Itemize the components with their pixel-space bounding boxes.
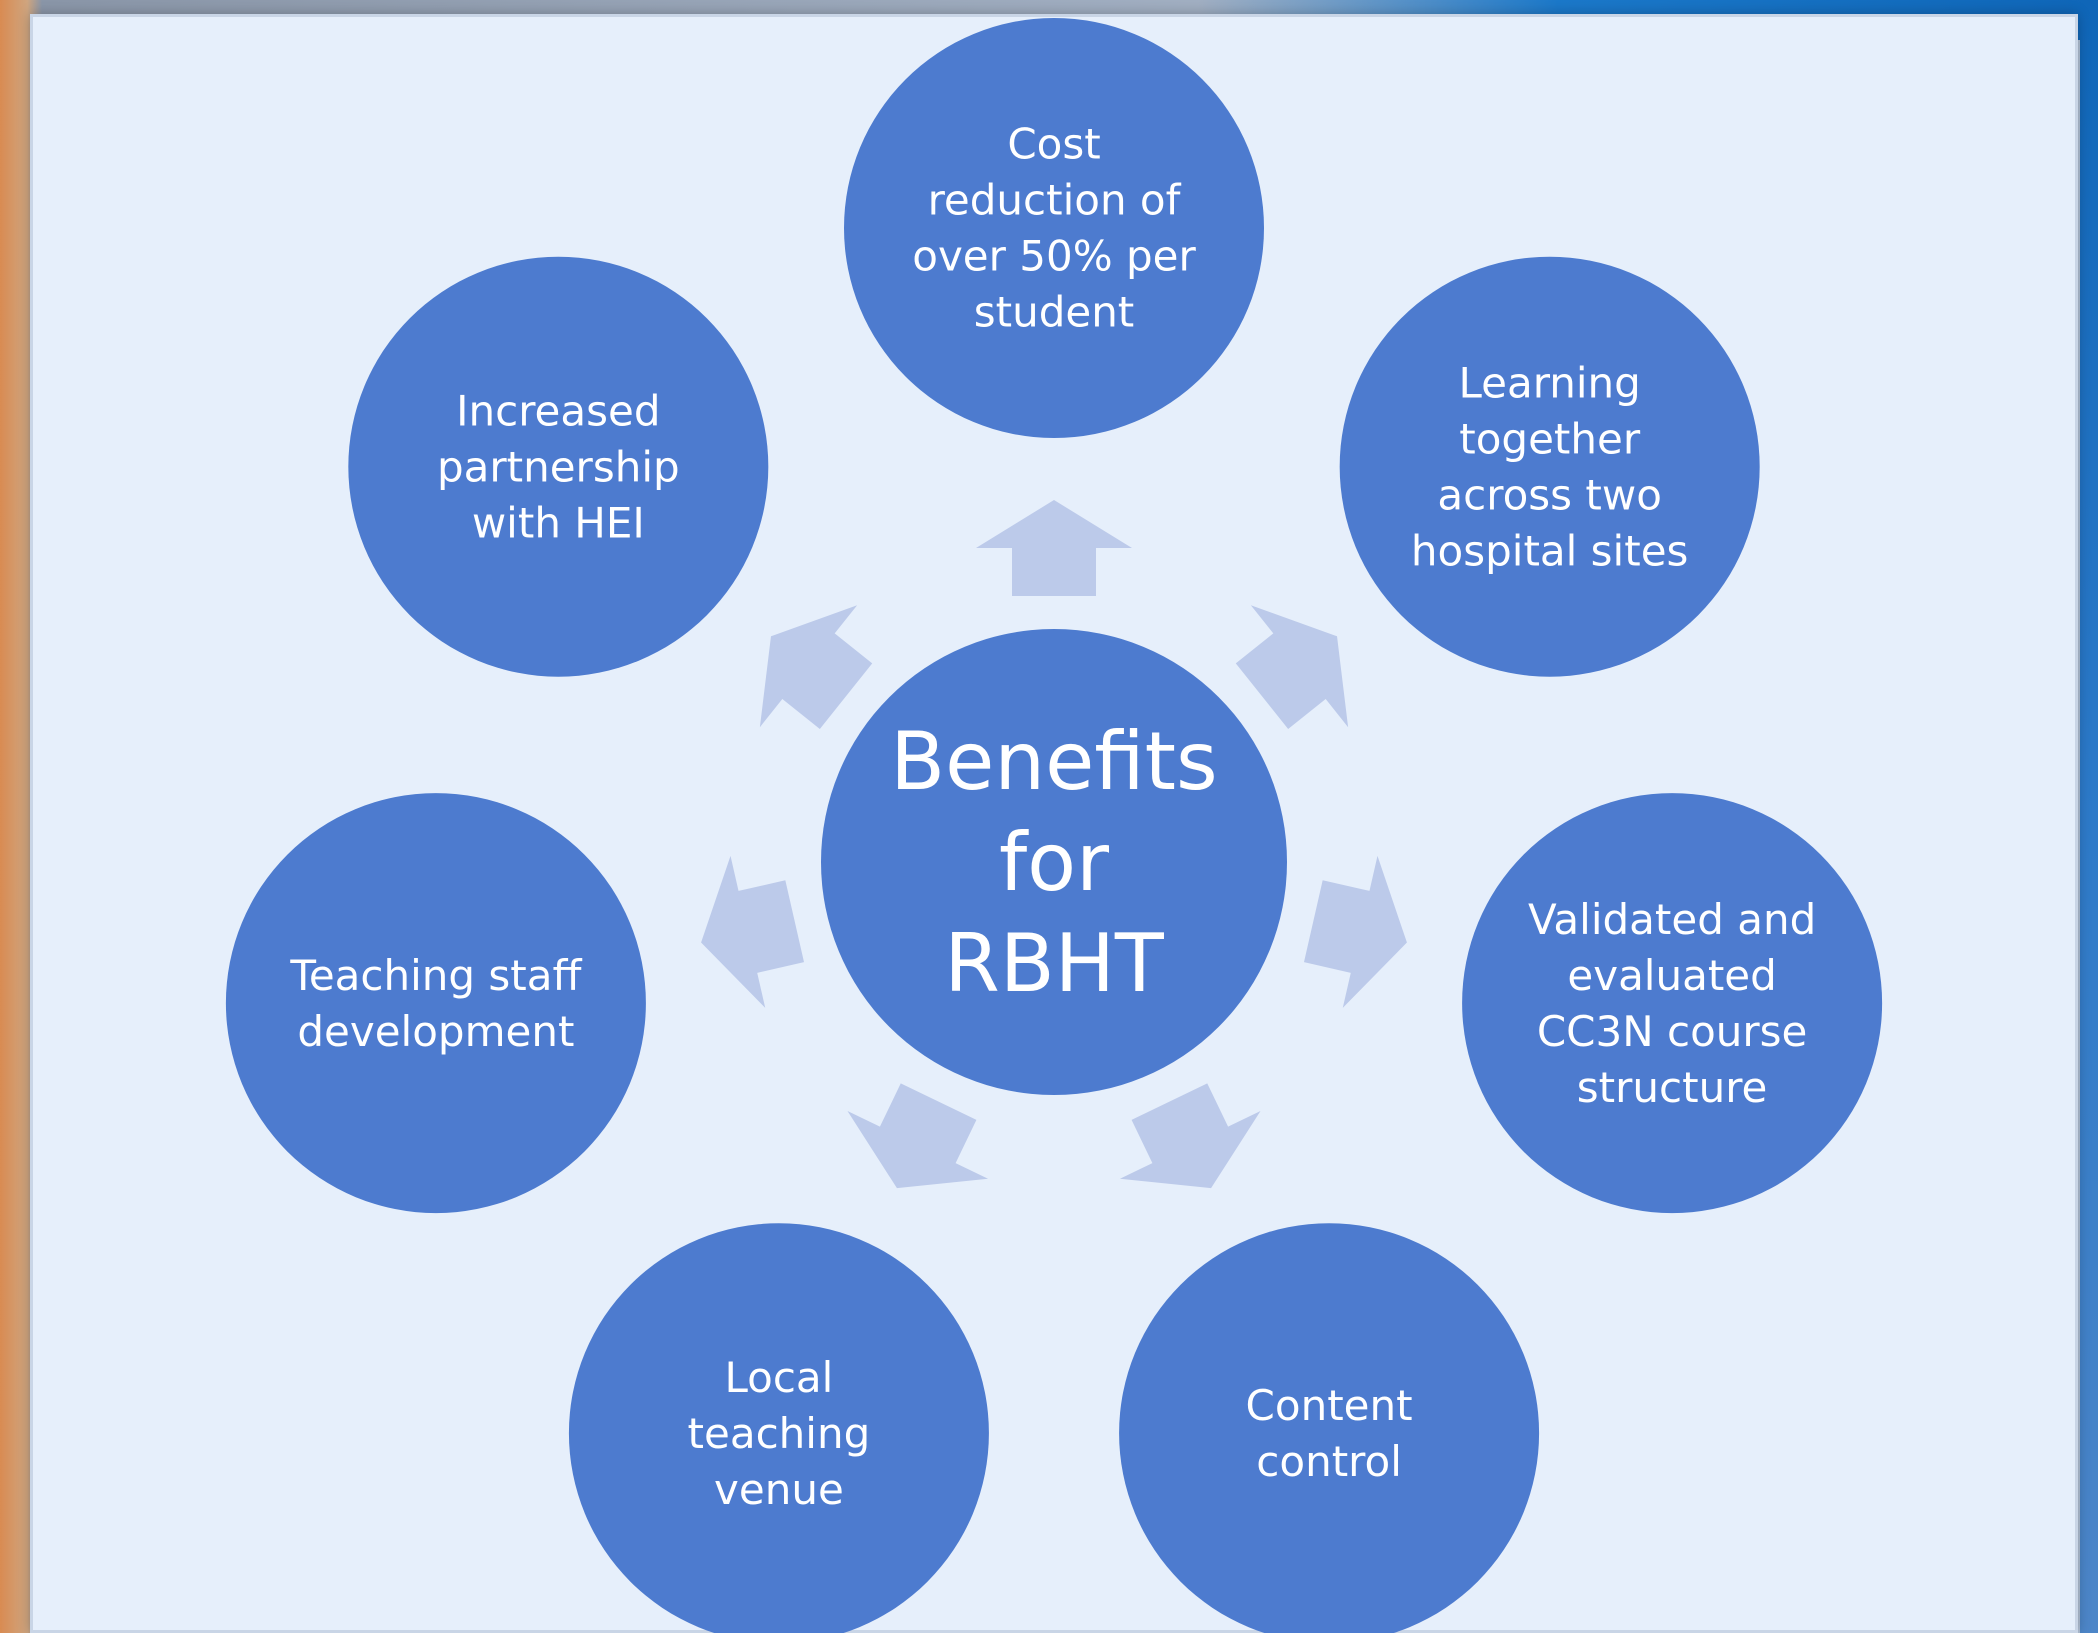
center-title-line: RBHT — [944, 917, 1165, 1010]
arrow-cost-reduction — [976, 500, 1132, 596]
benefit-local-venue-line: Local — [724, 1353, 833, 1402]
benefit-validated-course-line: structure — [1577, 1063, 1768, 1112]
benefit-hei-partnership-line: with HEI — [472, 498, 645, 547]
benefit-validated-course-line: Validated and — [1528, 895, 1816, 944]
benefit-learning-together-line: Learning — [1459, 358, 1641, 407]
radial-arrows — [701, 500, 1407, 1189]
benefit-cost-reduction-line: student — [974, 288, 1135, 337]
benefit-content-control: Content control — [1119, 1223, 1540, 1633]
benefit-learning-together-line: hospital sites — [1411, 526, 1689, 575]
arrow-validated-course — [1303, 855, 1407, 1008]
center-title-line: Benefits — [890, 715, 1217, 808]
benefit-circle — [348, 256, 769, 677]
benefit-local-venue-line: teaching — [688, 1409, 871, 1458]
benefit-hei-partnership: Increased partnership with HEI — [348, 256, 769, 677]
benefit-circle — [844, 18, 1264, 438]
center-circle — [821, 629, 1287, 1095]
arrow-hei-partnership — [759, 605, 873, 729]
benefit-cost-reduction: Cost reduction of over 50% per student — [844, 18, 1264, 438]
benefit-circle — [568, 1223, 989, 1633]
benefit-learning-together-line: across two — [1437, 470, 1662, 519]
benefit-circle — [225, 793, 646, 1214]
benefit-content-control-line: control — [1256, 1437, 1402, 1486]
benefit-staff-development-line: Teaching staff — [289, 951, 582, 1000]
benefit-learning-together-line: together — [1459, 414, 1641, 463]
benefit-staff-development-line: development — [297, 1007, 574, 1056]
benefit-local-venue: Local teaching venue — [568, 1223, 989, 1633]
benefit-content-control-line: Content — [1246, 1381, 1413, 1430]
benefit-validated-course-line: evaluated — [1567, 951, 1776, 1000]
benefit-staff-development: Teaching staff development — [225, 793, 646, 1214]
desktop-background-edge — [2080, 0, 2098, 1633]
benefit-circle — [1462, 793, 1883, 1214]
arrow-staff-development — [701, 855, 805, 1008]
arrow-local-venue — [847, 1083, 989, 1189]
benefit-local-venue-line: venue — [714, 1465, 844, 1514]
benefit-learning-together: Learning together across two hospital sites — [1339, 256, 1760, 677]
benefit-cost-reduction-line: over 50% per — [912, 232, 1196, 281]
center-title-line: for — [999, 816, 1109, 909]
benefit-hei-partnership-line: partnership — [437, 442, 680, 491]
benefit-circle — [1119, 1223, 1540, 1633]
benefit-validated-course-line: CC3N course — [1537, 1007, 1808, 1056]
arrow-learning-together — [1235, 605, 1349, 729]
benefit-circle — [1339, 256, 1760, 677]
benefit-cost-reduction-line: Cost — [1007, 120, 1100, 169]
benefit-hei-partnership-line: Increased — [456, 386, 660, 435]
arrow-content-control — [1119, 1083, 1261, 1189]
benefit-cost-reduction-line: reduction of — [928, 176, 1182, 225]
